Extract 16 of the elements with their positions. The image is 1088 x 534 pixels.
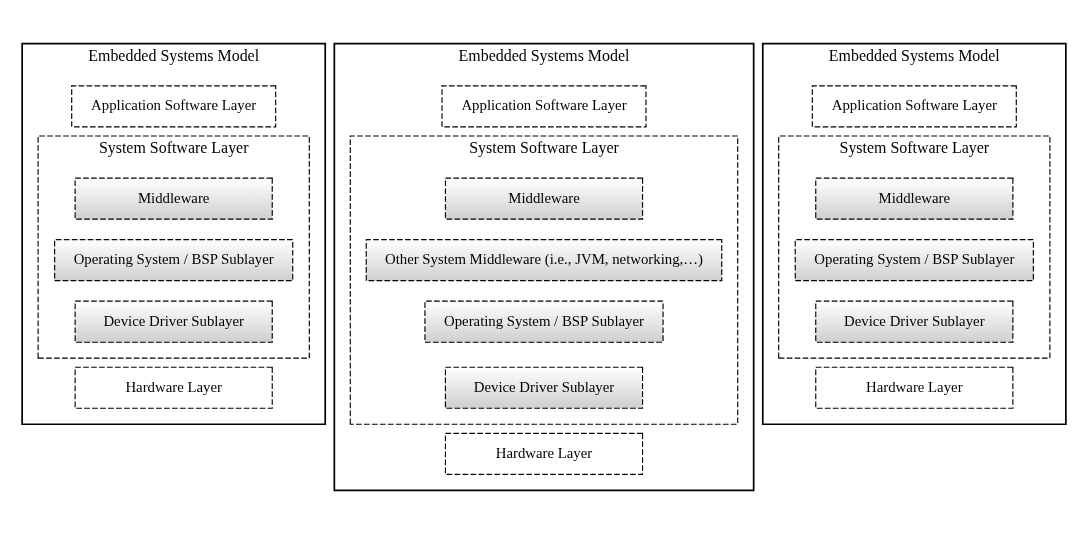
node-box: Application Software Layer bbox=[71, 85, 277, 128]
node-box: Application Software Layer bbox=[811, 85, 1017, 128]
node-box: Hardware Layer bbox=[815, 366, 1014, 409]
node-box: Device Driver Sublayer bbox=[815, 300, 1014, 343]
node-box: Operating System / BSP Sublayer bbox=[424, 300, 664, 343]
node-box: Middleware bbox=[815, 177, 1014, 220]
node-box: Middleware bbox=[444, 177, 644, 220]
node-box: Hardware Layer bbox=[74, 366, 273, 409]
node-box: Operating System / BSP Sublayer bbox=[54, 239, 294, 282]
node-box: Device Driver Sublayer bbox=[74, 300, 273, 343]
node-box: Hardware Layer bbox=[444, 432, 644, 475]
node-box: Operating System / BSP Sublayer bbox=[794, 239, 1034, 282]
node-box: Application Software Layer bbox=[441, 85, 647, 128]
node-box: Other System Middleware (i.e., JVM, networking,…) bbox=[365, 239, 723, 282]
node-box: Middleware bbox=[74, 177, 273, 220]
node-box: Device Driver Sublayer bbox=[444, 366, 644, 409]
